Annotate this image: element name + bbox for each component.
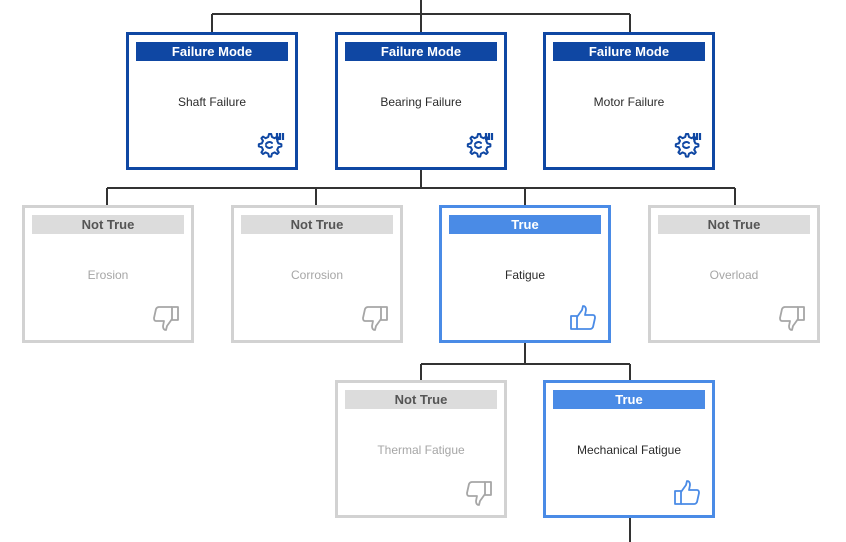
node-label: Motor Failure [593, 95, 665, 109]
node-status-header: True [449, 215, 601, 234]
cause-node-erosion[interactable]: Not True Erosion [22, 205, 194, 343]
node-label: Corrosion [290, 268, 344, 282]
sub-cause-node-mechanical-fatigue[interactable]: True Mechanical Fatigue [543, 380, 715, 518]
thumbs-down-icon[interactable] [360, 304, 390, 332]
node-header: Failure Mode [136, 42, 288, 61]
thumbs-down-icon[interactable] [777, 304, 807, 332]
thumbs-up-icon[interactable] [672, 479, 702, 507]
node-label: Fatigue [504, 268, 546, 282]
node-label: Shaft Failure [177, 95, 247, 109]
gear-diagnostics-icon [674, 133, 702, 158]
node-status-header: Not True [345, 390, 497, 409]
node-label: Bearing Failure [380, 95, 462, 109]
cause-node-overload[interactable]: Not True Overload [648, 205, 820, 343]
node-status-header: True [553, 390, 705, 409]
node-status-header: Not True [241, 215, 393, 234]
thumbs-up-icon[interactable] [568, 304, 598, 332]
cause-node-fatigue[interactable]: True Fatigue [439, 205, 611, 343]
node-status-header: Not True [658, 215, 810, 234]
node-header: Failure Mode [345, 42, 497, 61]
cause-node-corrosion[interactable]: Not True Corrosion [231, 205, 403, 343]
sub-cause-node-thermal-fatigue[interactable]: Not True Thermal Fatigue [335, 380, 507, 518]
node-label: Erosion [87, 268, 129, 282]
thumbs-down-icon[interactable] [151, 304, 181, 332]
failure-mode-node-bearing[interactable]: Failure Mode Bearing Failure [335, 32, 507, 170]
node-label: Mechanical Fatigue [576, 443, 682, 457]
node-header: Failure Mode [553, 42, 705, 61]
node-label: Thermal Fatigue [377, 443, 465, 457]
gear-diagnostics-icon [257, 133, 285, 158]
node-status-header: Not True [32, 215, 184, 234]
failure-mode-node-motor[interactable]: Failure Mode Motor Failure [543, 32, 715, 170]
gear-diagnostics-icon [466, 133, 494, 158]
node-label: Overload [709, 268, 759, 282]
failure-mode-node-shaft[interactable]: Failure Mode Shaft Failure [126, 32, 298, 170]
thumbs-down-icon[interactable] [464, 479, 494, 507]
